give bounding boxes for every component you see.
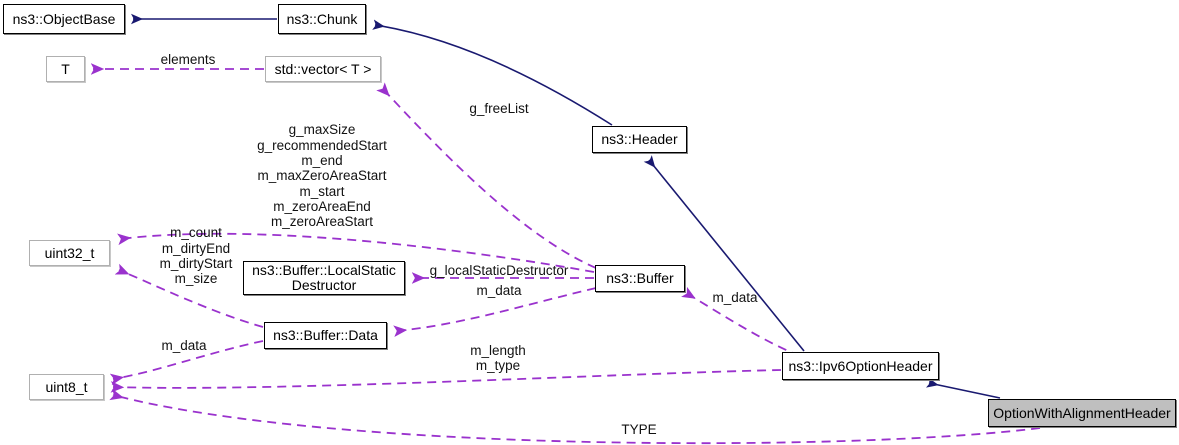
edge-label-buffer-data-fields: m_count m_dirtyEnd m_dirtyStart m_size xyxy=(159,225,233,287)
edge-label-g-localstaticdestructor: g_localStaticDestructor xyxy=(429,263,569,279)
edge-ipv6optionheader-to-header xyxy=(643,155,805,352)
node-ns3-objectbase[interactable]: ns3::ObjectBase xyxy=(3,4,125,34)
edge-label-elements: elements xyxy=(160,52,216,68)
edge-ipv6optionheader-to-buffer xyxy=(681,286,801,357)
node-ns3-ipv6optionheader[interactable]: ns3::Ipv6OptionHeader xyxy=(782,352,939,380)
edge-label-m-length-m-type: m_length m_type xyxy=(470,342,526,373)
node-uint8-t[interactable]: uint8_t xyxy=(29,374,104,400)
node-ns3-chunk[interactable]: ns3::Chunk xyxy=(278,4,366,34)
node-ns3-buffer-data[interactable]: ns3::Buffer::Data xyxy=(264,322,387,349)
edge-bufferdata-to-uint32 xyxy=(114,263,264,328)
edge-label-m-data-mid: m_data xyxy=(161,338,207,354)
edge-label-m-data-right: m_data xyxy=(712,290,758,306)
edge-label-g-freelist: g_freeList xyxy=(469,101,529,117)
node-std-vector-t[interactable]: std::vector< T > xyxy=(265,56,381,82)
edge-label-buffer-fields: g_maxSize g_recommendedStart m_end m_max… xyxy=(257,122,387,230)
edge-buffer-to-uint32 xyxy=(117,232,595,273)
edge-current-to-uint8 xyxy=(109,388,1041,445)
edge-label-m-data-left: m_data xyxy=(476,283,522,299)
edge-ipv6optionheader-to-uint8 xyxy=(110,369,782,393)
edge-buffer-to-bufferdata xyxy=(393,287,597,338)
edge-current-to-ipv6optionheader xyxy=(925,377,1001,399)
edge-header-to-chunk xyxy=(372,19,613,126)
node-ns3-buffer-localstaticdestructor[interactable]: ns3::Buffer::LocalStatic Destructor xyxy=(243,261,405,295)
edge-bufferdata-to-uint8 xyxy=(109,340,264,386)
node-optionwithalignmentheader: OptionWithAlignmentHeader xyxy=(988,399,1176,427)
node-t[interactable]: T xyxy=(46,56,85,82)
node-ns3-buffer[interactable]: ns3::Buffer xyxy=(595,265,685,292)
node-uint32-t[interactable]: uint32_t xyxy=(29,240,110,266)
node-ns3-header[interactable]: ns3::Header xyxy=(592,126,687,153)
edge-label-type: TYPE xyxy=(621,422,657,438)
edge-buffer-to-vector xyxy=(376,82,597,269)
